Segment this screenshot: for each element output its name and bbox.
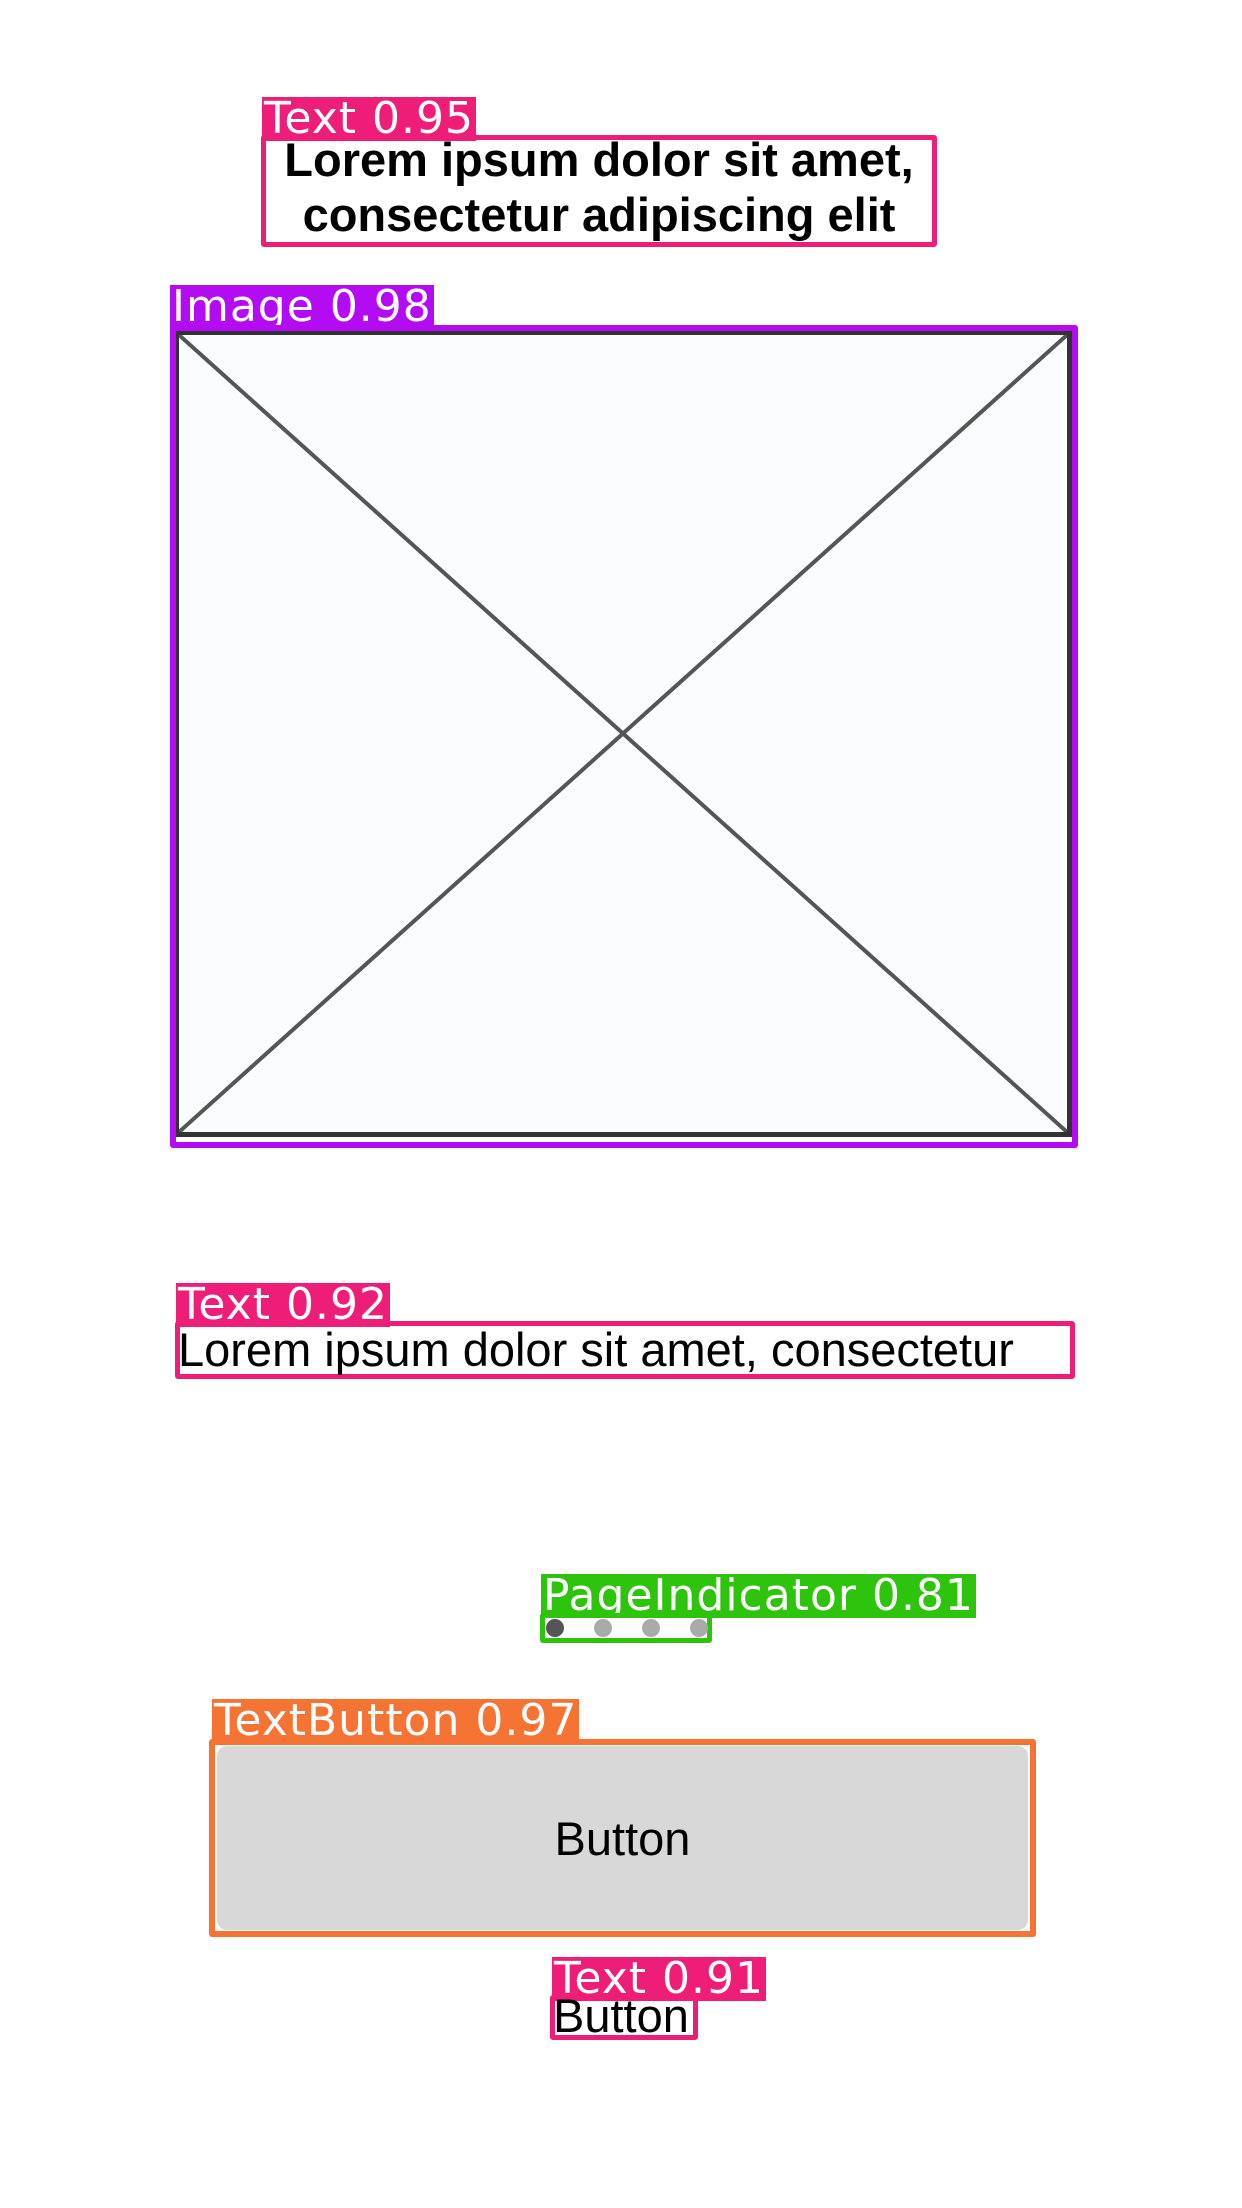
detection-tag-title-text: Text 0.95: [262, 97, 476, 141]
detection-tag-button-text: Text 0.91: [552, 1957, 766, 2001]
detection-box-text-button: [209, 1739, 1036, 1937]
detection-score: 0.91: [662, 1953, 764, 2004]
detection-box-page-indicator: [540, 1613, 712, 1643]
detection-label: TextButton: [214, 1695, 461, 1746]
primary-button[interactable]: Button: [217, 1746, 1028, 1930]
detection-box-title-text: [261, 135, 937, 247]
detection-label: Text: [554, 1953, 647, 2004]
page-indicator-dot[interactable]: [594, 1619, 612, 1637]
page-indicator[interactable]: [545, 1618, 708, 1638]
detection-score: 0.81: [871, 1570, 974, 1621]
detection-label: PageIndicator: [543, 1570, 857, 1621]
body-text: Lorem ipsum dolor sit amet, consectetur: [178, 1325, 1014, 1375]
page-title: Lorem ipsum dolor sit amet, consectetur …: [261, 132, 937, 242]
image-placeholder: [174, 330, 1072, 1137]
detection-score: 0.92: [286, 1279, 388, 1330]
detection-tag-image: Image 0.98: [170, 285, 434, 329]
detection-box-image: [170, 325, 1078, 1148]
detection-label: Image: [172, 281, 315, 332]
detection-tag-page-indicator: PageIndicator 0.81: [541, 1574, 976, 1618]
button-caption[interactable]: Button: [553, 1989, 689, 2042]
page-title-line-1: Lorem ipsum dolor sit amet,: [284, 133, 914, 186]
detection-score: 0.97: [475, 1695, 578, 1746]
page-title-line-2: consectetur adipiscing elit: [302, 188, 896, 241]
detection-tag-text-button: TextButton 0.97: [212, 1699, 580, 1743]
page-indicator-dot[interactable]: [546, 1619, 564, 1637]
detection-label: Text: [178, 1279, 271, 1330]
detection-tag-body-text: Text 0.92: [176, 1283, 390, 1327]
detection-box-button-text: [550, 1995, 698, 2040]
detection-box-body-text: [175, 1321, 1075, 1379]
page-indicator-dot[interactable]: [690, 1619, 708, 1637]
image-placeholder-cross-icon: [179, 335, 1067, 1132]
detection-score: 0.95: [372, 93, 474, 144]
detection-label: Text: [264, 93, 357, 144]
detection-score: 0.98: [329, 281, 432, 332]
primary-button-label: Button: [554, 1811, 691, 1865]
page-indicator-dot[interactable]: [642, 1619, 660, 1637]
